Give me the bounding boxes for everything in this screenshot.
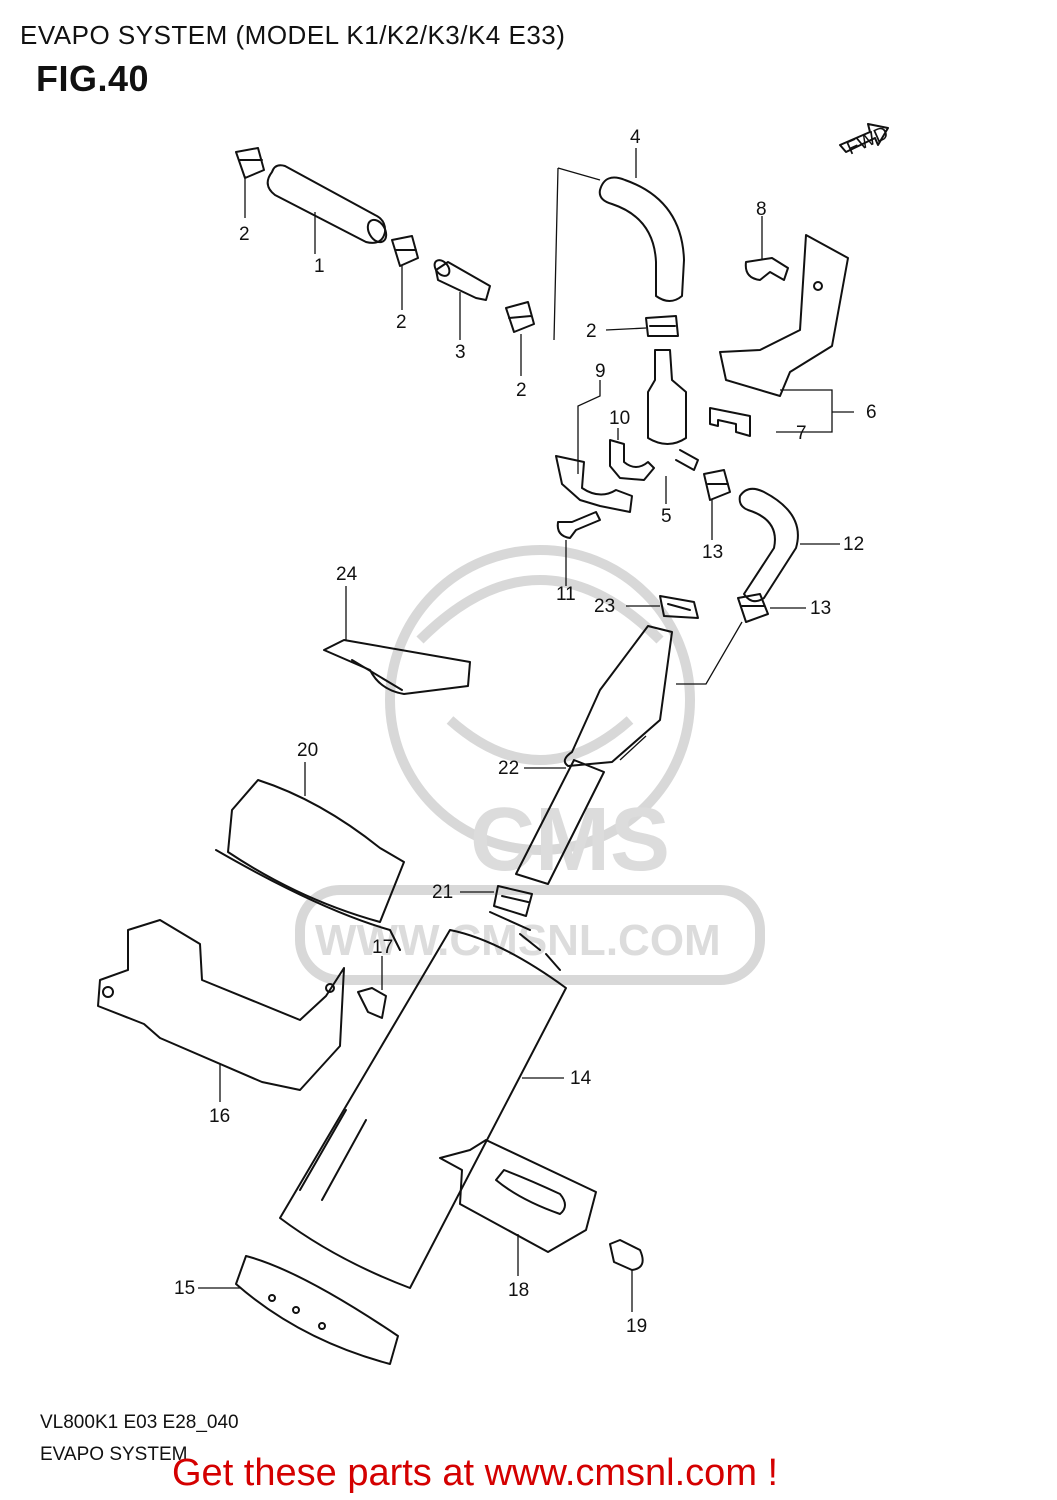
label-part-8: 8 [756, 199, 767, 220]
label-part-21: 21 [432, 882, 453, 903]
cms-watermark: CMS WWW.CMSNL.COM [295, 545, 765, 985]
part-2-clamp-d [645, 315, 679, 337]
label-part-6: 6 [866, 402, 877, 423]
label-part-22: 22 [498, 758, 519, 779]
part-14-canister [279, 911, 567, 1289]
part-22-hose [515, 625, 673, 885]
part-17-bolt [357, 987, 387, 1019]
label-part-9: 9 [595, 361, 606, 382]
label-part-2a: 2 [239, 224, 250, 245]
page-header-title: EVAPO SYSTEM (MODEL K1/K2/K3/K4 E33) [20, 20, 566, 50]
label-part-7: 7 [796, 423, 807, 444]
part-23-clamp [659, 595, 699, 619]
label-part-13a: 13 [702, 542, 723, 563]
part-2-clamp-c [505, 301, 535, 333]
part-5-valve [647, 349, 699, 471]
part-24-strap [323, 639, 471, 695]
label-part-11: 11 [556, 584, 576, 605]
part-21-clamp [493, 885, 533, 917]
part-2-clamp-b [391, 235, 419, 267]
part-9-clamp [555, 455, 633, 513]
label-part-2b: 2 [396, 312, 407, 333]
label-part-3: 3 [455, 342, 466, 363]
label-part-15: 15 [174, 1278, 195, 1299]
part-18-holder [439, 1139, 597, 1253]
part-19-screw [609, 1239, 644, 1271]
part-16-bracket [97, 919, 345, 1091]
part-13-clamp-a [703, 469, 731, 501]
label-part-14: 14 [570, 1068, 592, 1089]
part-1-hose [266, 164, 388, 244]
label-part-18: 18 [508, 1280, 529, 1301]
label-part-2c: 2 [516, 380, 527, 401]
part-7-holder [709, 407, 751, 437]
label-part-16: 16 [209, 1106, 230, 1127]
promo-link[interactable]: Get these parts at www.cmsnl.com ! [172, 1452, 779, 1494]
label-part-23: 23 [594, 596, 615, 617]
part-15-end-cap [235, 1255, 399, 1365]
label-part-2d: 2 [586, 321, 597, 342]
part-20-cap [215, 779, 405, 951]
diagram-name: EVAPO SYSTEM [40, 1444, 188, 1465]
leader-lines [198, 148, 854, 1312]
part-11-screw [556, 511, 601, 539]
fwd-label: FWD [844, 123, 892, 160]
figure-number: FIG.40 [36, 58, 150, 99]
part-labels: 1 2 2 2 2 3 4 5 6 7 8 9 10 11 12 13 13 1… [174, 127, 877, 1337]
label-part-13b: 13 [810, 598, 831, 619]
label-part-19: 19 [626, 1316, 647, 1337]
part-2-clamp-a [235, 147, 265, 179]
diagram-code: VL800K1 E03 E28_040 [40, 1412, 239, 1433]
label-part-20: 20 [297, 740, 318, 761]
label-part-4: 4 [630, 127, 641, 148]
part-12-hose [738, 487, 799, 603]
part-8-bolt [744, 257, 789, 281]
label-part-10: 10 [609, 408, 630, 429]
part-4-hose [598, 176, 685, 302]
label-part-12: 12 [843, 534, 864, 555]
label-part-5: 5 [661, 506, 672, 527]
label-part-24: 24 [336, 564, 358, 585]
label-part-17: 17 [372, 937, 393, 958]
part-10-clamp [609, 439, 655, 481]
fwd-arrow-icon: FWD [839, 123, 892, 160]
part-3-joint [433, 259, 491, 301]
part-13-clamp-b [737, 593, 769, 623]
label-part-1: 1 [314, 256, 325, 277]
part-6-bracket [719, 234, 849, 397]
